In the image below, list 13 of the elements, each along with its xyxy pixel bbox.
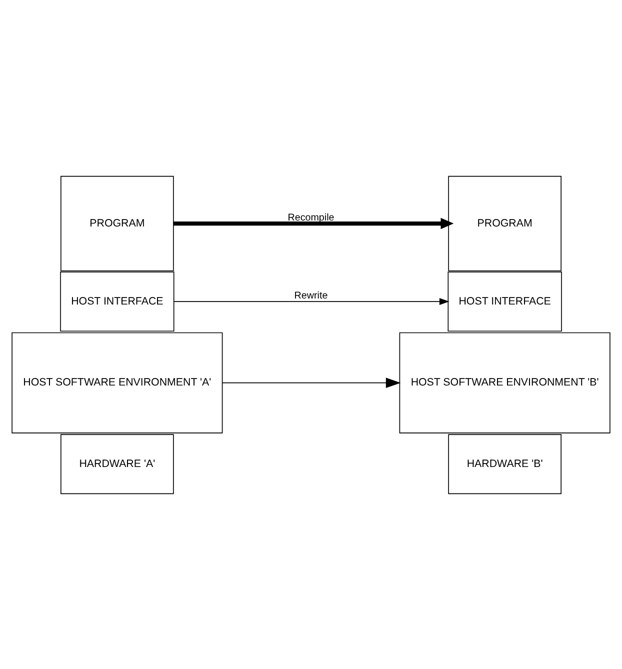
node-box: HARDWARE 'B' xyxy=(448,434,562,494)
edge-label: Rewrite xyxy=(294,290,328,302)
node-box: HOST SOFTWARE ENVIRONMENT 'A' xyxy=(12,332,223,433)
node-box: HARDWARE 'A' xyxy=(60,434,174,494)
node-box: HOST SOFTWARE ENVIRONMENT 'B' xyxy=(399,332,610,433)
edge-label: Recompile xyxy=(288,212,334,224)
arrow xyxy=(222,377,401,388)
node-box: PROGRAM xyxy=(60,175,174,271)
arrow xyxy=(174,298,450,304)
arrow xyxy=(174,217,454,229)
node-box: PROGRAM xyxy=(448,175,562,271)
node-box: HOST INTERFACE xyxy=(448,271,562,332)
node-box: HOST INTERFACE xyxy=(60,271,174,332)
